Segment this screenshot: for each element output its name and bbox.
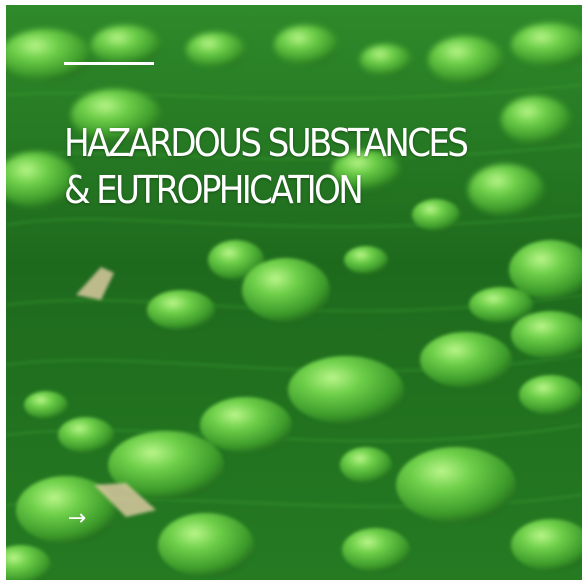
eutrophication-card[interactable]: HAZARDOUS SUBSTANCES & EUTROPHICATION → xyxy=(6,5,582,580)
right-arrow-icon[interactable]: → xyxy=(67,505,87,531)
accent-line xyxy=(64,62,154,65)
algae-background-image xyxy=(6,5,582,580)
card-title: HAZARDOUS SUBSTANCES & EUTROPHICATION xyxy=(64,121,469,212)
